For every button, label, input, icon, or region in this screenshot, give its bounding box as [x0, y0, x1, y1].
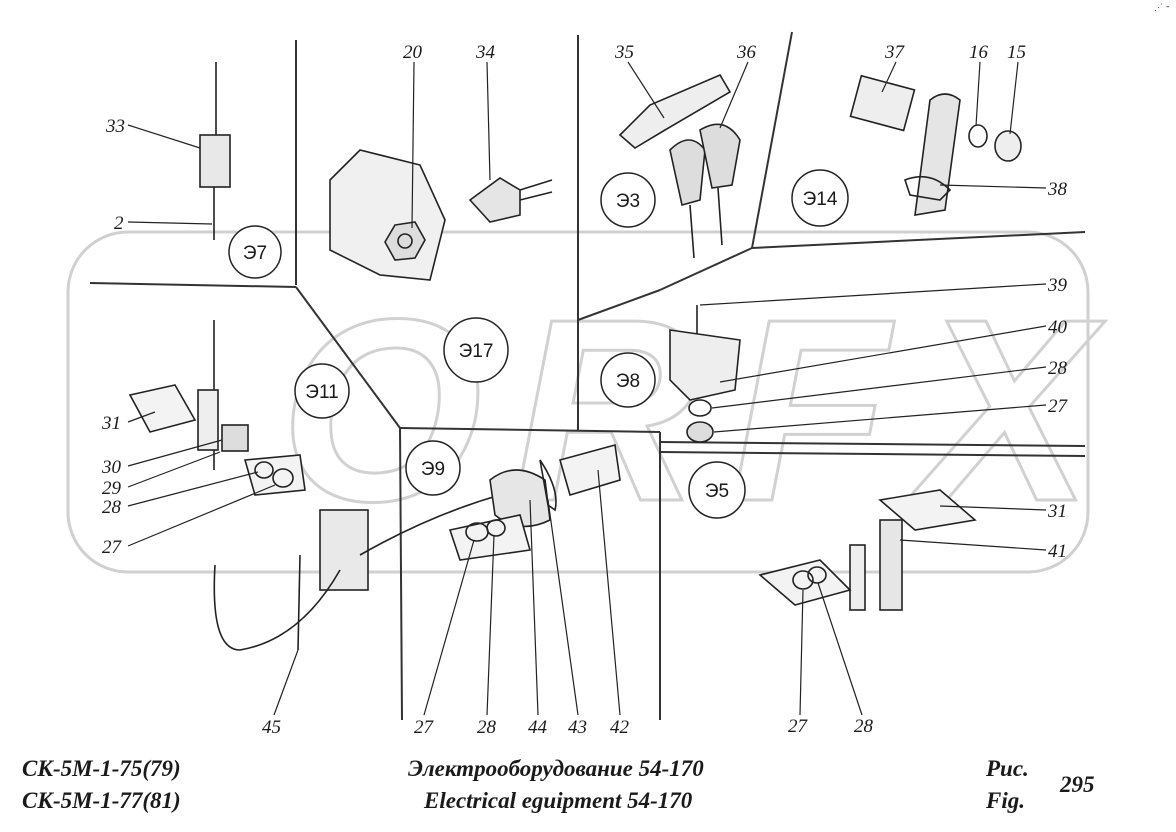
zone-labels: Э7 Э3 Э14 Э17 Э11 Э8 Э9 Э5: [243, 189, 838, 502]
part-label: 39: [1047, 275, 1068, 296]
part-label: 28: [1048, 358, 1068, 379]
part-label: 45: [262, 717, 281, 738]
part-label: 15: [1007, 42, 1026, 63]
part-label: 35: [614, 42, 634, 63]
part-label: 28: [477, 717, 497, 738]
part-label: 36: [736, 42, 757, 63]
zone-label: Э5: [705, 481, 729, 502]
part-label: 16: [969, 42, 989, 63]
part-label: 28: [854, 716, 874, 737]
part-label: 37: [884, 42, 906, 63]
zone-label: Э8: [616, 371, 640, 392]
zone-markers: [228, 169, 849, 519]
zone-label: Э14: [803, 189, 838, 210]
part-label: 31: [101, 413, 121, 434]
zone-label: Э9: [421, 459, 445, 480]
part-label: 34: [475, 42, 496, 63]
component-sketches: [128, 62, 1022, 651]
part-label: 41: [1048, 541, 1067, 562]
panel-dividers: [89, 31, 1086, 721]
part-label: 42: [610, 717, 630, 738]
leader-lines: [127, 61, 1047, 716]
fig-label-en: Fig.: [986, 788, 1025, 813]
fig-number: 295: [1060, 772, 1095, 797]
model-line-1: СК-5М-1-75(79): [22, 756, 181, 781]
part-label: 38: [1047, 179, 1068, 200]
title-ru: Электрооборудование 54-170: [408, 756, 704, 781]
part-label: 29: [102, 478, 122, 499]
fig-label-ru: Рис.: [986, 756, 1029, 781]
part-labels: 33 2 20 34 35 36 37 16 15 38 39 40 28 27…: [101, 42, 1069, 738]
corner-mark: ⋰ ⁃: [1153, 2, 1170, 12]
part-label: 27: [102, 537, 123, 558]
zone-label: Э7: [243, 243, 267, 264]
zone-label: Э17: [459, 341, 494, 362]
part-label: 27: [1048, 396, 1069, 417]
part-label: 20: [403, 42, 423, 63]
zone-label: Э11: [305, 382, 338, 403]
part-label: 30: [101, 457, 122, 478]
part-label: 40: [1048, 317, 1068, 338]
part-label: 27: [414, 717, 435, 738]
part-label: 43: [568, 717, 587, 738]
part-label: 44: [528, 717, 548, 738]
title-en: Electrical eguipment 54-170: [424, 788, 693, 813]
zone-label: Э3: [616, 191, 640, 212]
part-label: 27: [788, 716, 809, 737]
part-label: 33: [105, 116, 125, 137]
part-label: 31: [1047, 501, 1067, 522]
part-label: 28: [102, 497, 122, 518]
model-line-2: СК-5М-1-77(81): [22, 788, 181, 813]
part-label: 2: [114, 213, 124, 234]
